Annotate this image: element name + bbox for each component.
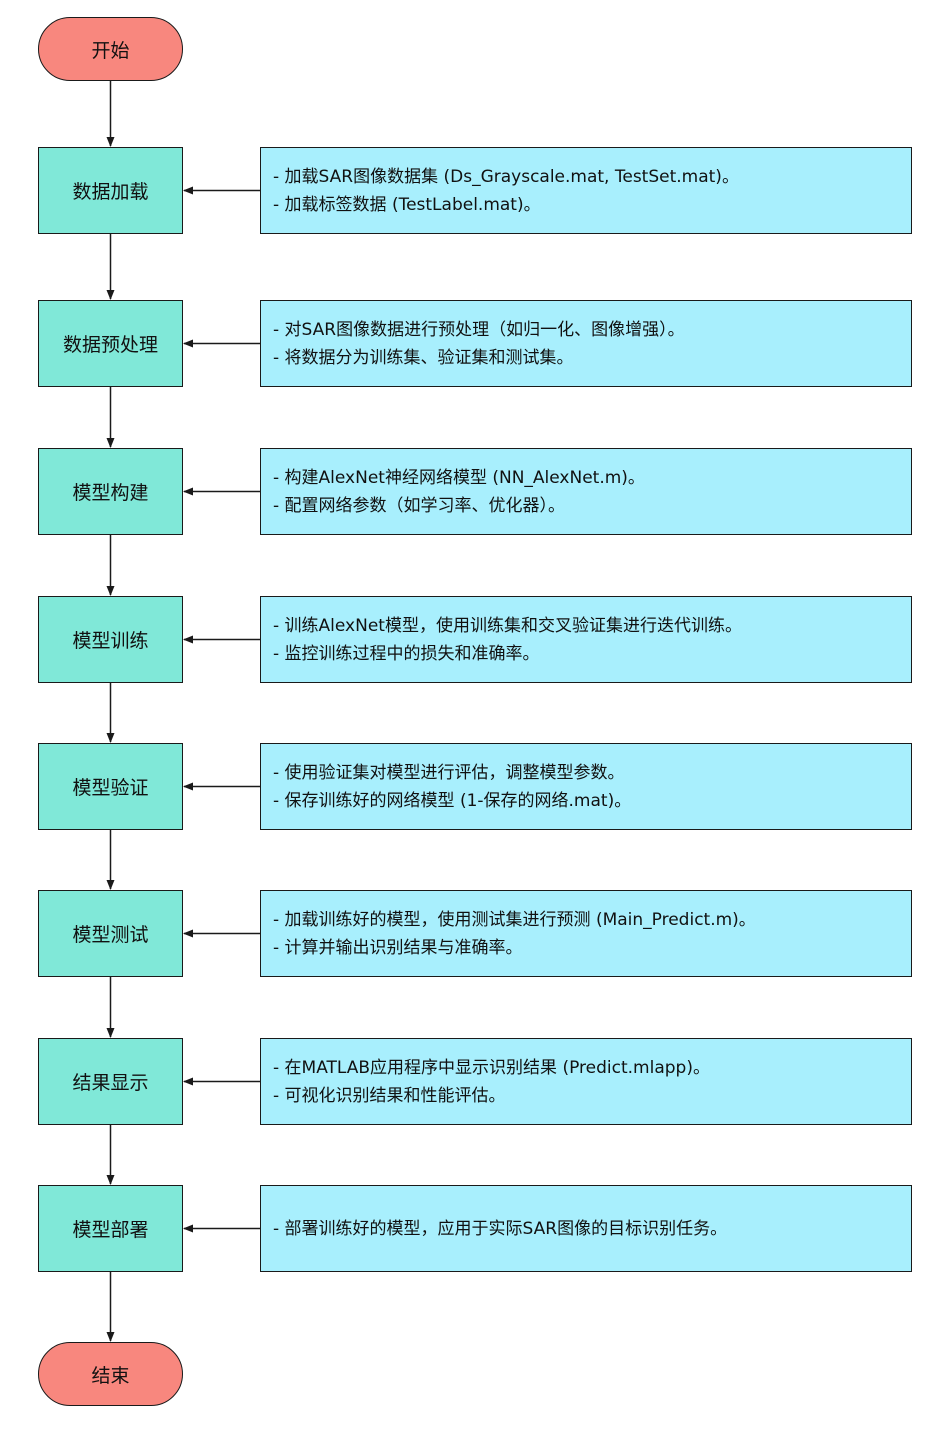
start-terminal: 开始 <box>38 17 183 81</box>
process-step: 模型测试 <box>38 890 183 977</box>
step-detail-note: - 加载训练好的模型，使用测试集进行预测 (Main_Predict.m)。 - … <box>260 890 912 977</box>
note-line: - 配置网络参数（如学习率、优化器）。 <box>273 495 566 516</box>
process-step-label: 模型测试 <box>72 924 149 946</box>
note-line: - 保存训练好的网络模型 (1-保存的网络.mat)。 <box>273 790 632 811</box>
note-line: - 在MATLAB应用程序中显示识别结果 (Predict.mlapp)。 <box>273 1057 710 1078</box>
process-step-label: 数据加载 <box>72 181 149 203</box>
process-step-label: 模型训练 <box>72 630 149 652</box>
note-line: - 使用验证集对模型进行评估，调整模型参数。 <box>273 762 625 783</box>
note-line: - 加载SAR图像数据集 (Ds_Grayscale.mat, TestSet.… <box>273 166 739 187</box>
process-step: 数据加载 <box>38 147 183 234</box>
step-detail-note: - 部署训练好的模型，应用于实际SAR图像的目标识别任务。 <box>260 1185 912 1272</box>
note-line: - 监控训练过程中的损失和准确率。 <box>273 643 540 664</box>
note-line: - 训练AlexNet模型，使用训练集和交叉验证集进行迭代训练。 <box>273 615 742 636</box>
step-detail-note: - 使用验证集对模型进行评估，调整模型参数。 - 保存训练好的网络模型 (1-保存… <box>260 743 912 830</box>
note-line: - 将数据分为训练集、验证集和测试集。 <box>273 347 574 368</box>
start-label: 开始 <box>91 39 130 62</box>
note-line: - 计算并输出识别结果与准确率。 <box>273 937 523 958</box>
note-line: - 加载训练好的模型，使用测试集进行预测 (Main_Predict.m)。 <box>273 909 756 930</box>
step-detail-note: - 加载SAR图像数据集 (Ds_Grayscale.mat, TestSet.… <box>260 147 912 234</box>
process-step: 数据预处理 <box>38 300 183 387</box>
note-line: - 构建AlexNet神经网络模型 (NN_AlexNet.m)。 <box>273 467 645 488</box>
step-detail-note: - 训练AlexNet模型，使用训练集和交叉验证集进行迭代训练。 - 监控训练过程… <box>260 596 912 683</box>
process-step-label: 模型部署 <box>72 1219 149 1241</box>
note-line: - 加载标签数据 (TestLabel.mat)。 <box>273 194 541 215</box>
process-step-label: 模型构建 <box>72 482 149 504</box>
process-step: 模型验证 <box>38 743 183 830</box>
process-step-label: 结果显示 <box>72 1072 149 1094</box>
step-detail-note: - 构建AlexNet神经网络模型 (NN_AlexNet.m)。 - 配置网络参… <box>260 448 912 535</box>
process-step-label: 数据预处理 <box>62 334 158 356</box>
note-line: - 对SAR图像数据进行预处理（如归一化、图像增强）。 <box>273 319 685 340</box>
process-step: 模型部署 <box>38 1185 183 1272</box>
end-label: 结束 <box>91 1364 130 1387</box>
process-step: 模型构建 <box>38 448 183 535</box>
end-terminal: 结束 <box>38 1342 183 1406</box>
step-detail-note: - 在MATLAB应用程序中显示识别结果 (Predict.mlapp)。 - 可… <box>260 1038 912 1125</box>
note-line: - 部署训练好的模型，应用于实际SAR图像的目标识别任务。 <box>273 1218 728 1239</box>
process-step: 结果显示 <box>38 1038 183 1125</box>
step-detail-note: - 对SAR图像数据进行预处理（如归一化、图像增强）。 - 将数据分为训练集、验证… <box>260 300 912 387</box>
process-step-label: 模型验证 <box>72 777 149 799</box>
process-step: 模型训练 <box>38 596 183 683</box>
note-line: - 可视化识别结果和性能评估。 <box>273 1085 506 1106</box>
